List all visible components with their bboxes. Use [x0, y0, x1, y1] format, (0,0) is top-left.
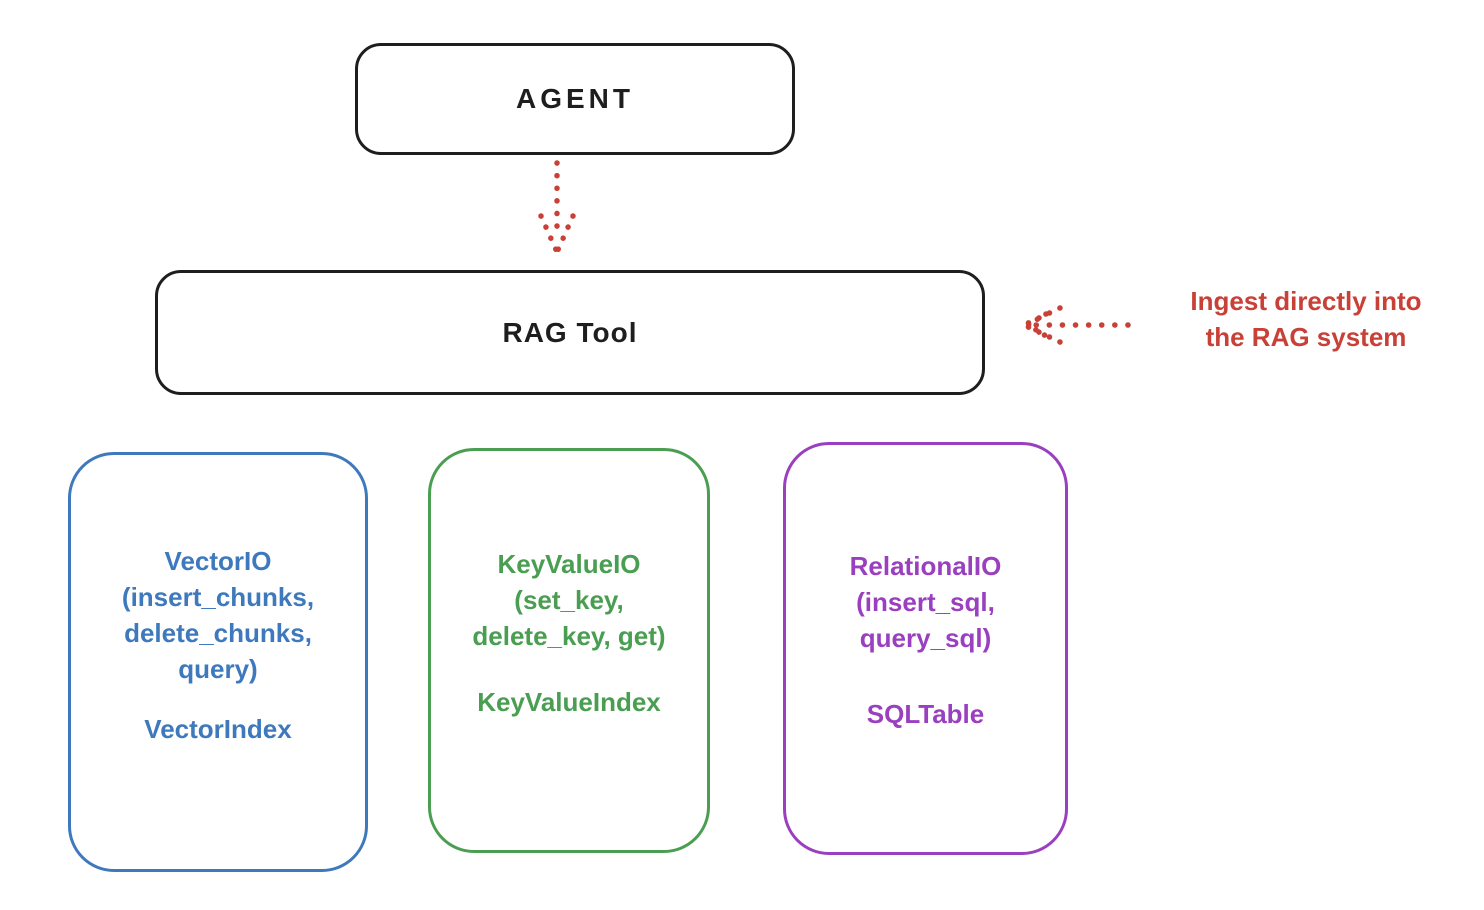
rag-tool-node: RAG Tool [155, 270, 985, 395]
rag-tool-node-label: RAG Tool [502, 316, 638, 348]
arrow-annotation-to-ragtool-icon [1021, 305, 1131, 345]
arrow-agent-to-ragtool-icon [538, 160, 576, 255]
sql-table-label: SQLTable [866, 699, 985, 729]
key-value-io-title: KeyValueIO [497, 549, 641, 579]
vector-io-methods: (insert_chunks, delete_chunks, query) [121, 582, 315, 684]
key-value-io-methods: (set_key, delete_key, get) [472, 585, 666, 651]
ingest-annotation: Ingest directly into the RAG system [1190, 286, 1422, 352]
key-value-index-label: KeyValueIndex [477, 687, 661, 717]
relational-io-methods: (insert_sql, query_sql) [856, 587, 995, 653]
relational-io-title: RelationalIO [849, 551, 1002, 581]
vector-io-node: VectorIO (insert_chunks, delete_chunks, … [68, 452, 368, 872]
agent-node: AGENT [355, 43, 795, 155]
key-value-io-node: KeyValueIO (set_key, delete_key, get) Ke… [428, 448, 710, 853]
agent-node-label: AGENT [516, 83, 634, 114]
vector-index-label: VectorIndex [144, 714, 292, 744]
relational-io-node: RelationalIO (insert_sql, query_sql) SQL… [783, 442, 1068, 855]
vector-io-title: VectorIO [164, 546, 272, 576]
